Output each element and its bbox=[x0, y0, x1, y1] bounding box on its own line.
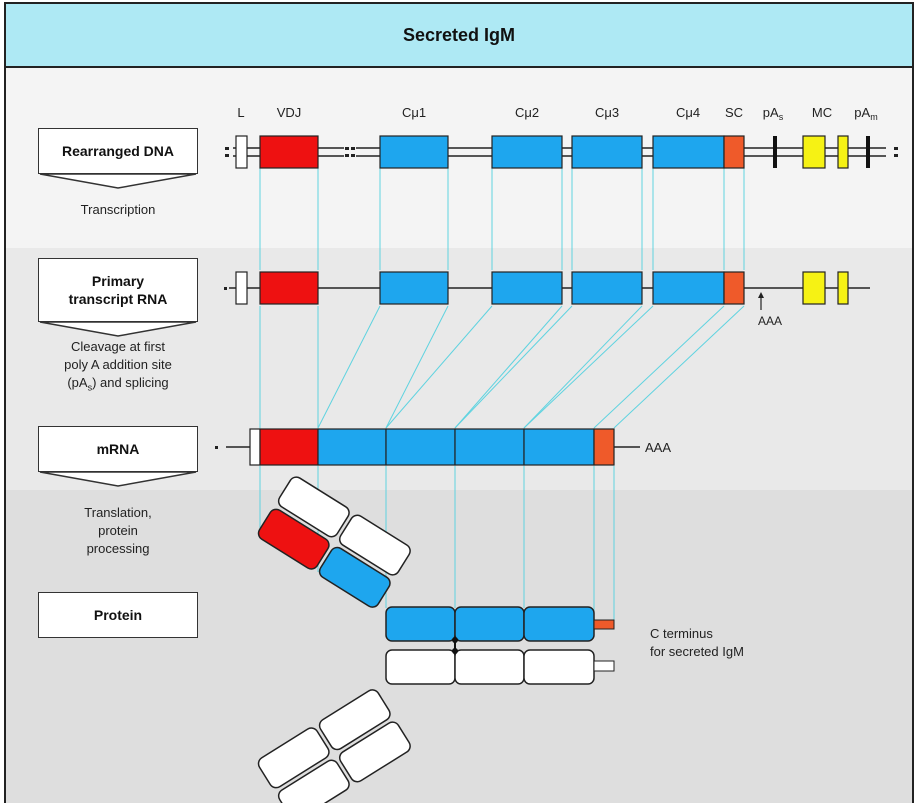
label-cmu1: Cμ1 bbox=[402, 105, 426, 120]
polya-arrow-icon bbox=[758, 292, 764, 310]
dna-exon-cmu4 bbox=[652, 135, 725, 169]
protein-lower-c3 bbox=[454, 649, 525, 685]
step-translation-line1: Translation, bbox=[84, 505, 152, 520]
dna-arrow-icon bbox=[39, 173, 197, 189]
label-sc: SC bbox=[725, 105, 743, 120]
mrna-cmu2 bbox=[385, 428, 456, 466]
rna-exon-cmu3 bbox=[571, 271, 643, 305]
dna-exon-cmu3 bbox=[571, 135, 643, 169]
c-terminus-line1: C terminus bbox=[650, 626, 713, 641]
rna-exon-vdj bbox=[259, 271, 319, 305]
stage-primary-transcript: Primary transcript RNA bbox=[38, 258, 198, 322]
mrna-arrow-icon bbox=[39, 471, 197, 487]
mrna-polya-label: AAA bbox=[645, 440, 671, 455]
disulfide-bond-icon bbox=[452, 637, 458, 654]
step-translation-line3: processing bbox=[86, 541, 150, 556]
protein-cmu3 bbox=[454, 606, 525, 642]
step-transcription-label: Transcription bbox=[80, 202, 156, 217]
mrna-vdj bbox=[259, 428, 319, 466]
stage-protein-label: Protein bbox=[93, 607, 143, 623]
rna-exon-cmu4 bbox=[652, 271, 725, 305]
rna-exon-mc2 bbox=[837, 271, 849, 305]
protein-structure bbox=[257, 476, 615, 803]
c-terminus-line2: for secreted IgM bbox=[650, 644, 744, 659]
rna-exon-mc1 bbox=[802, 271, 826, 305]
step-cleavage-line3-post: ) and splicing bbox=[92, 375, 169, 390]
label-cmu2: Cμ2 bbox=[515, 105, 539, 120]
stage-mrna-label: mRNA bbox=[96, 441, 140, 457]
rna-polya-label: AAA bbox=[758, 314, 782, 328]
step-cleavage-splicing: Cleavage at first poly A addition site (… bbox=[30, 338, 206, 397]
stage-mrna: mRNA bbox=[38, 426, 198, 472]
rna-exon-cmu2 bbox=[491, 271, 563, 305]
rna-arrow-icon bbox=[39, 321, 197, 337]
stage-rearranged-dna-label: Rearranged DNA bbox=[61, 143, 175, 159]
light-chain-upper bbox=[277, 476, 411, 576]
step-translation-line2: protein bbox=[98, 523, 138, 538]
dna-exon-vdj bbox=[259, 135, 319, 169]
light-chain-lower bbox=[277, 721, 411, 803]
step-cleavage-line3: (pAs) and splicing bbox=[30, 374, 206, 397]
label-pas-main: pA bbox=[763, 105, 779, 120]
protein-cmu2 bbox=[385, 606, 456, 642]
dna-exon-sc bbox=[723, 135, 745, 169]
label-l: L bbox=[237, 105, 244, 120]
dna-pas-site bbox=[773, 136, 777, 168]
stage-primary-transcript-line2: transcript RNA bbox=[68, 291, 168, 307]
label-pas-sub: s bbox=[779, 112, 784, 122]
protein-sc-tail bbox=[593, 619, 615, 630]
dna-exon-mc2 bbox=[837, 135, 849, 169]
protein-cmu4 bbox=[523, 606, 595, 642]
mrna-cmu4 bbox=[523, 428, 595, 466]
rna-exon-sc bbox=[723, 271, 745, 305]
diagram-title: Secreted IgM bbox=[402, 24, 516, 45]
stage-protein: Protein bbox=[38, 592, 198, 638]
label-cmu4: Cμ4 bbox=[676, 105, 700, 120]
primary-transcript-track: AAA bbox=[224, 271, 870, 328]
rna-exon-cmu1 bbox=[379, 271, 449, 305]
step-cleavage-line3-sub: s bbox=[87, 382, 93, 393]
protein-lower-tail bbox=[593, 660, 615, 672]
dna-pam-site bbox=[866, 136, 870, 168]
label-mc: MC bbox=[812, 105, 832, 120]
label-pam-sub: m bbox=[870, 112, 878, 122]
rna-exon-l bbox=[235, 271, 248, 305]
mrna-sc bbox=[593, 428, 615, 466]
protein-lower-c4 bbox=[523, 649, 595, 685]
label-pam: pAm bbox=[854, 105, 877, 122]
mrna-cmu1 bbox=[317, 428, 387, 466]
dna-exon-cmu2 bbox=[491, 135, 563, 169]
step-translation: Translation, protein processing bbox=[30, 504, 206, 558]
dna-exon-mc1 bbox=[802, 135, 826, 169]
dna-exon-cmu1 bbox=[379, 135, 449, 169]
mrna-leader bbox=[249, 428, 261, 466]
label-vdj: VDJ bbox=[277, 105, 302, 120]
rearranged-dna-track bbox=[225, 135, 898, 169]
protein-section bbox=[4, 490, 914, 803]
step-cleavage-line3-pre: (pA bbox=[67, 375, 88, 390]
mrna-cmu3 bbox=[454, 428, 525, 466]
dna-exon-l bbox=[235, 135, 248, 169]
heavy-chain-lower-variable bbox=[257, 689, 391, 789]
title-bar: Secreted IgM bbox=[4, 2, 914, 68]
heavy-chain-upper-variable bbox=[257, 508, 391, 608]
label-pas: pAs bbox=[763, 105, 784, 122]
step-transcription: Transcription bbox=[30, 201, 206, 219]
connector-lines bbox=[259, 168, 745, 622]
mrna-track: AAA bbox=[215, 428, 671, 466]
stage-rearranged-dna: Rearranged DNA bbox=[38, 128, 198, 174]
label-pam-main: pA bbox=[854, 105, 870, 120]
step-cleavage-line1: Cleavage at first bbox=[71, 339, 165, 354]
stage-primary-transcript-line1: Primary bbox=[91, 273, 145, 289]
protein-lower-c2 bbox=[385, 649, 456, 685]
label-cmu3: Cμ3 bbox=[595, 105, 619, 120]
step-cleavage-line2: poly A addition site bbox=[64, 357, 172, 372]
